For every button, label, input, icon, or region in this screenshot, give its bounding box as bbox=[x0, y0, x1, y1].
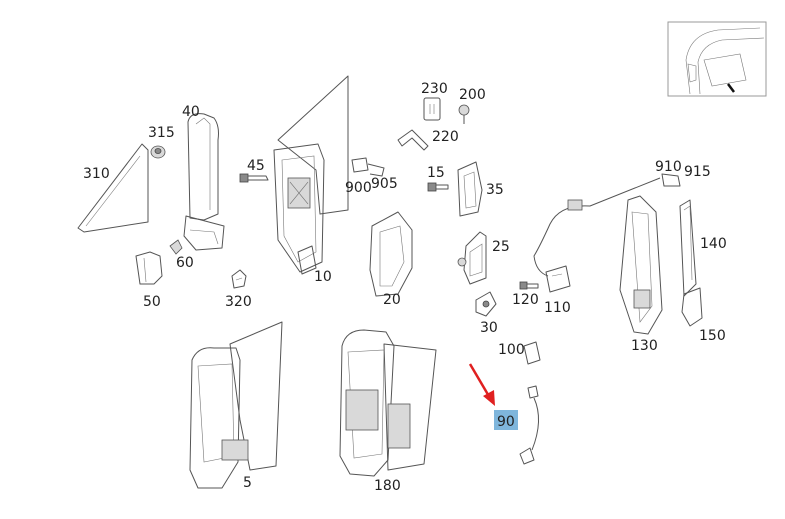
label-50[interactable]: 50 bbox=[143, 294, 161, 310]
part-900-905-connector[interactable] bbox=[351, 157, 385, 177]
part-50-cap[interactable] bbox=[135, 251, 163, 285]
part-320-bracket[interactable] bbox=[231, 269, 247, 289]
label-120[interactable]: 120 bbox=[512, 292, 539, 308]
part-10-glass-adjuster[interactable] bbox=[273, 75, 349, 275]
label-310[interactable]: 310 bbox=[83, 166, 110, 182]
label-320[interactable]: 320 bbox=[225, 294, 252, 310]
label-140[interactable]: 140 bbox=[700, 236, 727, 252]
label-20[interactable]: 20 bbox=[383, 292, 401, 308]
part-45-screw[interactable] bbox=[239, 173, 269, 183]
label-45[interactable]: 45 bbox=[247, 158, 265, 174]
label-40[interactable]: 40 bbox=[182, 104, 200, 120]
label-25[interactable]: 25 bbox=[492, 239, 510, 255]
label-180[interactable]: 180 bbox=[374, 478, 401, 494]
part-35-motor[interactable] bbox=[457, 161, 483, 217]
label-15[interactable]: 15 bbox=[427, 165, 445, 181]
label-200[interactable]: 200 bbox=[459, 87, 486, 103]
label-905[interactable]: 905 bbox=[371, 176, 398, 192]
selected-part-highlight bbox=[494, 410, 518, 430]
part-40-housing[interactable] bbox=[183, 113, 225, 251]
label-130[interactable]: 130 bbox=[631, 338, 658, 354]
part-110-module[interactable] bbox=[545, 265, 571, 293]
label-315[interactable]: 315 bbox=[148, 125, 175, 141]
label-60[interactable]: 60 bbox=[176, 255, 194, 271]
label-110[interactable]: 110 bbox=[544, 300, 571, 316]
label-5[interactable]: 5 bbox=[243, 475, 252, 491]
label-915[interactable]: 915 bbox=[684, 164, 711, 180]
label-35[interactable]: 35 bbox=[486, 182, 504, 198]
part-5-mirror-assembly[interactable] bbox=[189, 321, 283, 489]
part-150-cap[interactable] bbox=[681, 287, 703, 327]
part-910-cable[interactable] bbox=[533, 173, 681, 277]
part-130-cover[interactable] bbox=[619, 195, 663, 335]
part-180-mirror-assembly[interactable] bbox=[339, 329, 437, 477]
part-60-clip[interactable] bbox=[169, 239, 183, 255]
part-15-screw[interactable] bbox=[427, 182, 449, 192]
label-30[interactable]: 30 bbox=[480, 320, 498, 336]
part-20-frame[interactable] bbox=[369, 211, 413, 297]
selection-arrow bbox=[468, 363, 495, 406]
part-310-cover[interactable] bbox=[77, 143, 149, 233]
part-315-clip[interactable] bbox=[150, 145, 166, 159]
part-90-cable[interactable] bbox=[519, 385, 539, 465]
part-25-motor[interactable] bbox=[457, 231, 487, 285]
label-910[interactable]: 910 bbox=[655, 159, 682, 175]
part-labels: 310 315 40 45 60 50 320 10 900 905 230 2… bbox=[83, 81, 727, 494]
label-230[interactable]: 230 bbox=[421, 81, 448, 97]
label-900[interactable]: 900 bbox=[345, 180, 372, 196]
part-220-bracket[interactable] bbox=[397, 129, 429, 151]
part-30-gear[interactable] bbox=[475, 291, 497, 317]
part-140-glass[interactable] bbox=[679, 199, 697, 297]
label-10[interactable]: 10 bbox=[314, 269, 332, 285]
label-90[interactable]: 90 bbox=[497, 414, 515, 430]
part-100-bracket[interactable] bbox=[523, 341, 541, 365]
vehicle-thumbnail bbox=[667, 21, 767, 97]
part-120-screw[interactable] bbox=[519, 281, 539, 290]
label-100[interactable]: 100 bbox=[498, 342, 525, 358]
part-230-nut[interactable] bbox=[423, 97, 441, 121]
label-150[interactable]: 150 bbox=[699, 328, 726, 344]
label-220[interactable]: 220 bbox=[432, 129, 459, 145]
part-200-screw[interactable] bbox=[458, 104, 470, 124]
